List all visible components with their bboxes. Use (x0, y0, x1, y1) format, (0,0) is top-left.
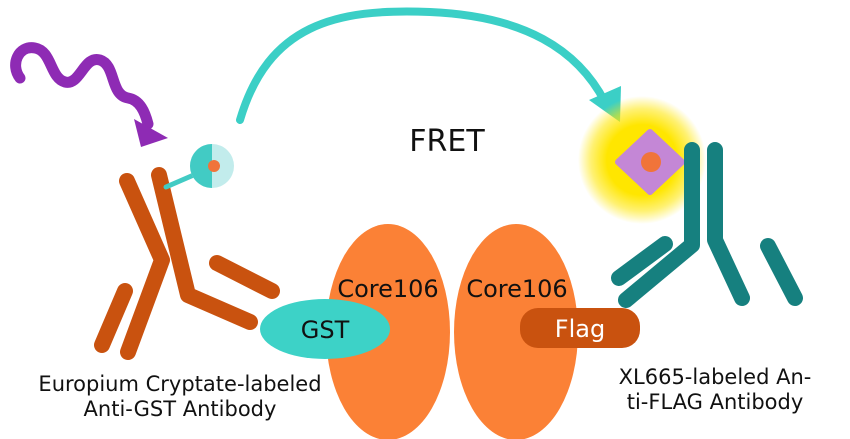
acceptor-antibody-right-light-chain (760, 238, 803, 306)
donor-antibody (94, 167, 280, 360)
donor-caption-line-1: Europium Cryptate-labeled (38, 372, 322, 396)
donor-antibody-caption: Europium Cryptate-labeled Anti-GST Antib… (20, 372, 340, 422)
donor-fluorophore (163, 144, 234, 190)
excitation-light-wave (10, 42, 168, 147)
donor-antibody-right-heavy-chain (151, 167, 258, 330)
acceptor-antibody-right-arm (707, 142, 750, 306)
donor-antibody-right-light-chain (209, 255, 280, 299)
acceptor-core-dot (641, 152, 661, 172)
acceptor-antibody-caption: XL665-labeled An- ti-FLAG Antibody (595, 365, 835, 415)
flag-tag-shape (520, 308, 640, 348)
acceptor-antibody-left-arm (618, 142, 700, 308)
donor-antibody-left-heavy-chain (119, 173, 170, 360)
acceptor-antibody (611, 142, 803, 308)
flag-tag-label: Flag (555, 315, 605, 343)
gst-tag-shape (260, 299, 390, 359)
acceptor-caption-line-2: ti-FLAG Antibody (626, 390, 804, 414)
fret-arrow-arc (236, 7, 609, 124)
core106-right-label: Core106 (466, 275, 567, 303)
gst-tag: GST (260, 299, 390, 359)
donor-antibody-left-light-chain (94, 283, 133, 353)
acceptor-antibody-left-light-chain (611, 236, 673, 286)
core106-right-subunit (454, 224, 578, 439)
donor-label-teal-half (190, 144, 212, 188)
fret-arrow (236, 7, 621, 124)
fret-label: FRET (409, 124, 485, 159)
excitation-wave-path (10, 42, 154, 130)
donor-linker (163, 171, 199, 190)
acceptor-fluorophore (615, 129, 685, 195)
gst-tag-label: GST (301, 316, 350, 344)
core106-left-label: Core106 (337, 275, 438, 303)
donor-caption-line-2: Anti-GST Antibody (83, 397, 277, 421)
excitation-arrowhead (134, 119, 168, 147)
flag-tag: Flag (520, 308, 640, 348)
donor-label-core (208, 160, 220, 172)
acceptor-caption-line-1: XL665-labeled An- (618, 365, 812, 389)
